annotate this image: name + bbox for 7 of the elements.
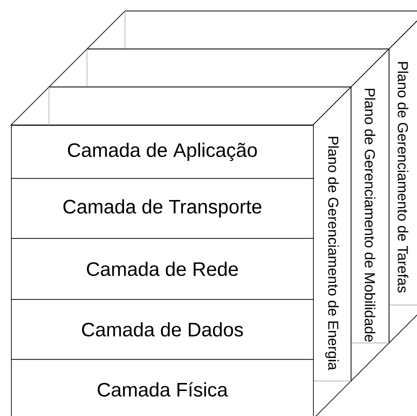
layer-box: Camada Física xyxy=(11,359,314,416)
layer-box: Camada de Dados xyxy=(11,299,314,360)
layer-box: Camada de Rede xyxy=(11,238,314,300)
layer-box: Camada de Aplicação xyxy=(11,125,314,179)
plane-panel: Plano de Gerenciamento de Energia xyxy=(312,86,352,416)
node-label: Plano de Gerenciamento de Tarefas xyxy=(398,62,408,293)
layer-box: Camada de Transporte xyxy=(11,178,314,239)
